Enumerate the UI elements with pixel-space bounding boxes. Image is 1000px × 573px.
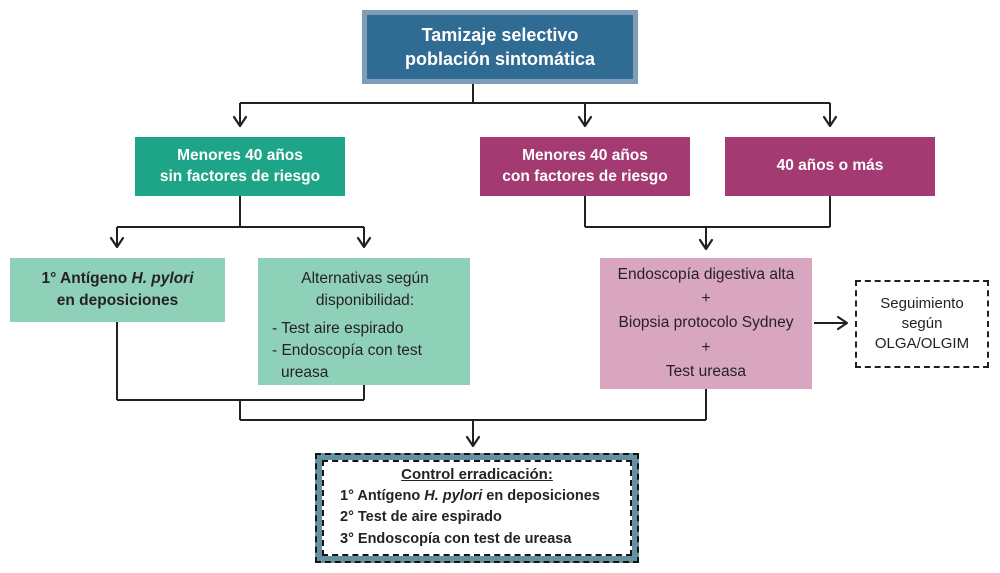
node-menores-40-con-riesgo: Menores 40 años con factores de riesgo <box>480 137 690 196</box>
text-segment: 1° Antígeno <box>41 270 132 288</box>
node-label-line: sin factores de riesgo <box>159 167 321 185</box>
list-item: 2° Test de aire espirado <box>340 509 502 526</box>
node-label-line: OLGA/OLGIM <box>874 335 970 353</box>
node-label-line: 40 años o más <box>776 157 884 175</box>
alternatives-list: - Test aire espirado - Endoscopía con te… <box>272 318 458 383</box>
list-item: - Test aire espirado <box>272 320 404 338</box>
node-control-erradicacion: Control erradicación: 1° Antígeno H. pyl… <box>322 460 632 556</box>
node-label-line: Menores 40 años <box>522 146 648 164</box>
node-alternativas-disponibilidad: Alternativas según disponibilidad: - Tes… <box>258 258 470 385</box>
node-40-anos-o-mas: 40 años o más <box>725 137 935 196</box>
node-tamizaje-selectivo: Tamizaje selectivo población sintomática <box>362 10 638 84</box>
alternatives-title: Alternativas según disponibilidad: <box>272 268 458 311</box>
plus-sign: + <box>701 338 711 356</box>
node-label-line: Alternativas según <box>301 270 429 287</box>
node-label-line: Tamizaje selectivo <box>421 24 579 45</box>
plus-sign: + <box>701 290 711 308</box>
node-seguimiento-olga-olgim: Seguimiento según OLGA/OLGIM <box>855 280 989 368</box>
text-segment-italic: H. pylori <box>424 488 483 505</box>
list-item: - Endoscopía con test ureasa <box>272 342 422 381</box>
node-label-line: Endoscopía digestiva alta <box>617 266 795 284</box>
node-label-line: población sintomática <box>404 49 596 69</box>
node-label-line: según <box>901 314 943 332</box>
node-control-erradicacion-frame: Control erradicación: 1° Antígeno H. pyl… <box>315 453 639 563</box>
text-segment: en deposiciones <box>482 488 600 505</box>
list-item: 1° Antígeno H. pylori en deposiciones <box>334 486 620 507</box>
text-segment: 1° Antígeno <box>340 488 425 505</box>
text-segment-italic: H. pylori <box>131 270 194 288</box>
list-item: 3° Endoscopía con test de ureasa <box>340 530 572 547</box>
node-label-line: disponibilidad: <box>315 291 415 309</box>
node-menores-40-sin-riesgo: Menores 40 años sin factores de riesgo <box>135 137 345 196</box>
node-label-line: con factores de riesgo <box>502 167 668 185</box>
node-label-line: en deposiciones <box>56 292 179 309</box>
control-title: Control erradicación: <box>401 466 553 484</box>
node-label-line: Seguimiento <box>880 294 964 312</box>
node-label-line: Biopsia protocolo Sydney <box>618 314 794 332</box>
node-endoscopia-biopsia-ureasa: Endoscopía digestiva alta + Biopsia prot… <box>600 258 812 389</box>
node-label-line: Menores 40 años <box>177 146 303 164</box>
node-label-line: Test ureasa <box>665 362 747 380</box>
node-label-line: 1° Antígeno H. pylori <box>10 268 225 290</box>
node-antigeno-deposiciones: 1° Antígeno H. pylori en deposiciones <box>10 258 225 322</box>
